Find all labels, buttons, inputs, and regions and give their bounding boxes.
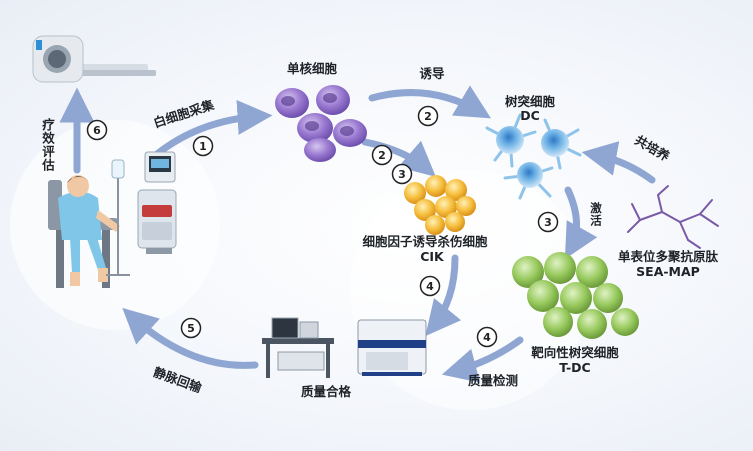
analyzer-machine xyxy=(357,319,427,376)
svg-text:1: 1 xyxy=(199,140,207,153)
arrow-activate xyxy=(564,186,598,260)
svg-text:5: 5 xyxy=(187,322,195,335)
step-2b: 2 xyxy=(371,144,393,166)
mri-scanner xyxy=(32,35,156,83)
step-6: 6 xyxy=(86,119,108,141)
label-coculture: 共培养 xyxy=(632,132,672,164)
step-2a: 2 xyxy=(417,105,439,127)
label-activate: 激活 xyxy=(589,202,603,227)
label-tdc-en: T-DC xyxy=(559,360,590,375)
arrow-mono-to-cik xyxy=(361,138,436,177)
arrow-reinfusion xyxy=(122,307,259,369)
label-tdc-cn: 靶向性树突细胞 xyxy=(531,345,619,360)
tdc-cells xyxy=(512,252,639,339)
step-4a: 4 xyxy=(419,275,441,297)
label-monocyte: 单核细胞 xyxy=(287,61,338,76)
label-quality-pass: 质量合格 xyxy=(301,384,352,399)
step-3a: 3 xyxy=(391,163,413,185)
svg-text:2: 2 xyxy=(378,149,386,162)
label-induce: 诱导 xyxy=(419,66,445,81)
apheresis-machine xyxy=(137,151,177,254)
arrow-quality-test xyxy=(441,336,524,383)
label-cik-en: CIK xyxy=(420,249,445,264)
svg-text:6: 6 xyxy=(93,124,101,137)
patient-illustration xyxy=(48,159,130,288)
svg-text:3: 3 xyxy=(544,216,552,229)
label-quality-test: 质量检测 xyxy=(468,373,518,388)
cik-cells xyxy=(404,175,476,235)
svg-text:4: 4 xyxy=(426,280,434,293)
step-3b: 3 xyxy=(537,211,559,233)
label-efficacy: 疗效评估 xyxy=(40,118,55,172)
svg-text:2: 2 xyxy=(424,110,432,123)
arrow-induce xyxy=(368,85,492,119)
arrow-cik-to-machine xyxy=(425,254,462,337)
step-4b: 4 xyxy=(476,326,498,348)
peptide-molecule xyxy=(627,185,719,249)
lab-workstation xyxy=(262,317,334,378)
label-peptide-cn: 单表位多聚抗原肽 xyxy=(618,249,719,264)
label-dc-cn: 树突细胞 xyxy=(505,94,556,109)
dendritic-cells xyxy=(485,113,582,200)
step-1: 1 xyxy=(192,135,214,157)
step-markers: 1 2 2 3 3 4 4 5 6 xyxy=(86,105,559,348)
arrow-coculture xyxy=(581,141,656,184)
label-peptide-en: SEA-MAP xyxy=(636,264,700,279)
label-dc-en: DC xyxy=(520,108,540,123)
label-cik-cn: 细胞因子诱导杀伤细胞 xyxy=(362,234,488,249)
step-5: 5 xyxy=(180,317,202,339)
svg-text:4: 4 xyxy=(483,331,491,344)
flow-arrows xyxy=(59,85,656,383)
svg-text:3: 3 xyxy=(398,168,406,181)
monocyte-cells xyxy=(275,85,367,162)
label-reinfusion: 静脉回输 xyxy=(151,364,204,395)
